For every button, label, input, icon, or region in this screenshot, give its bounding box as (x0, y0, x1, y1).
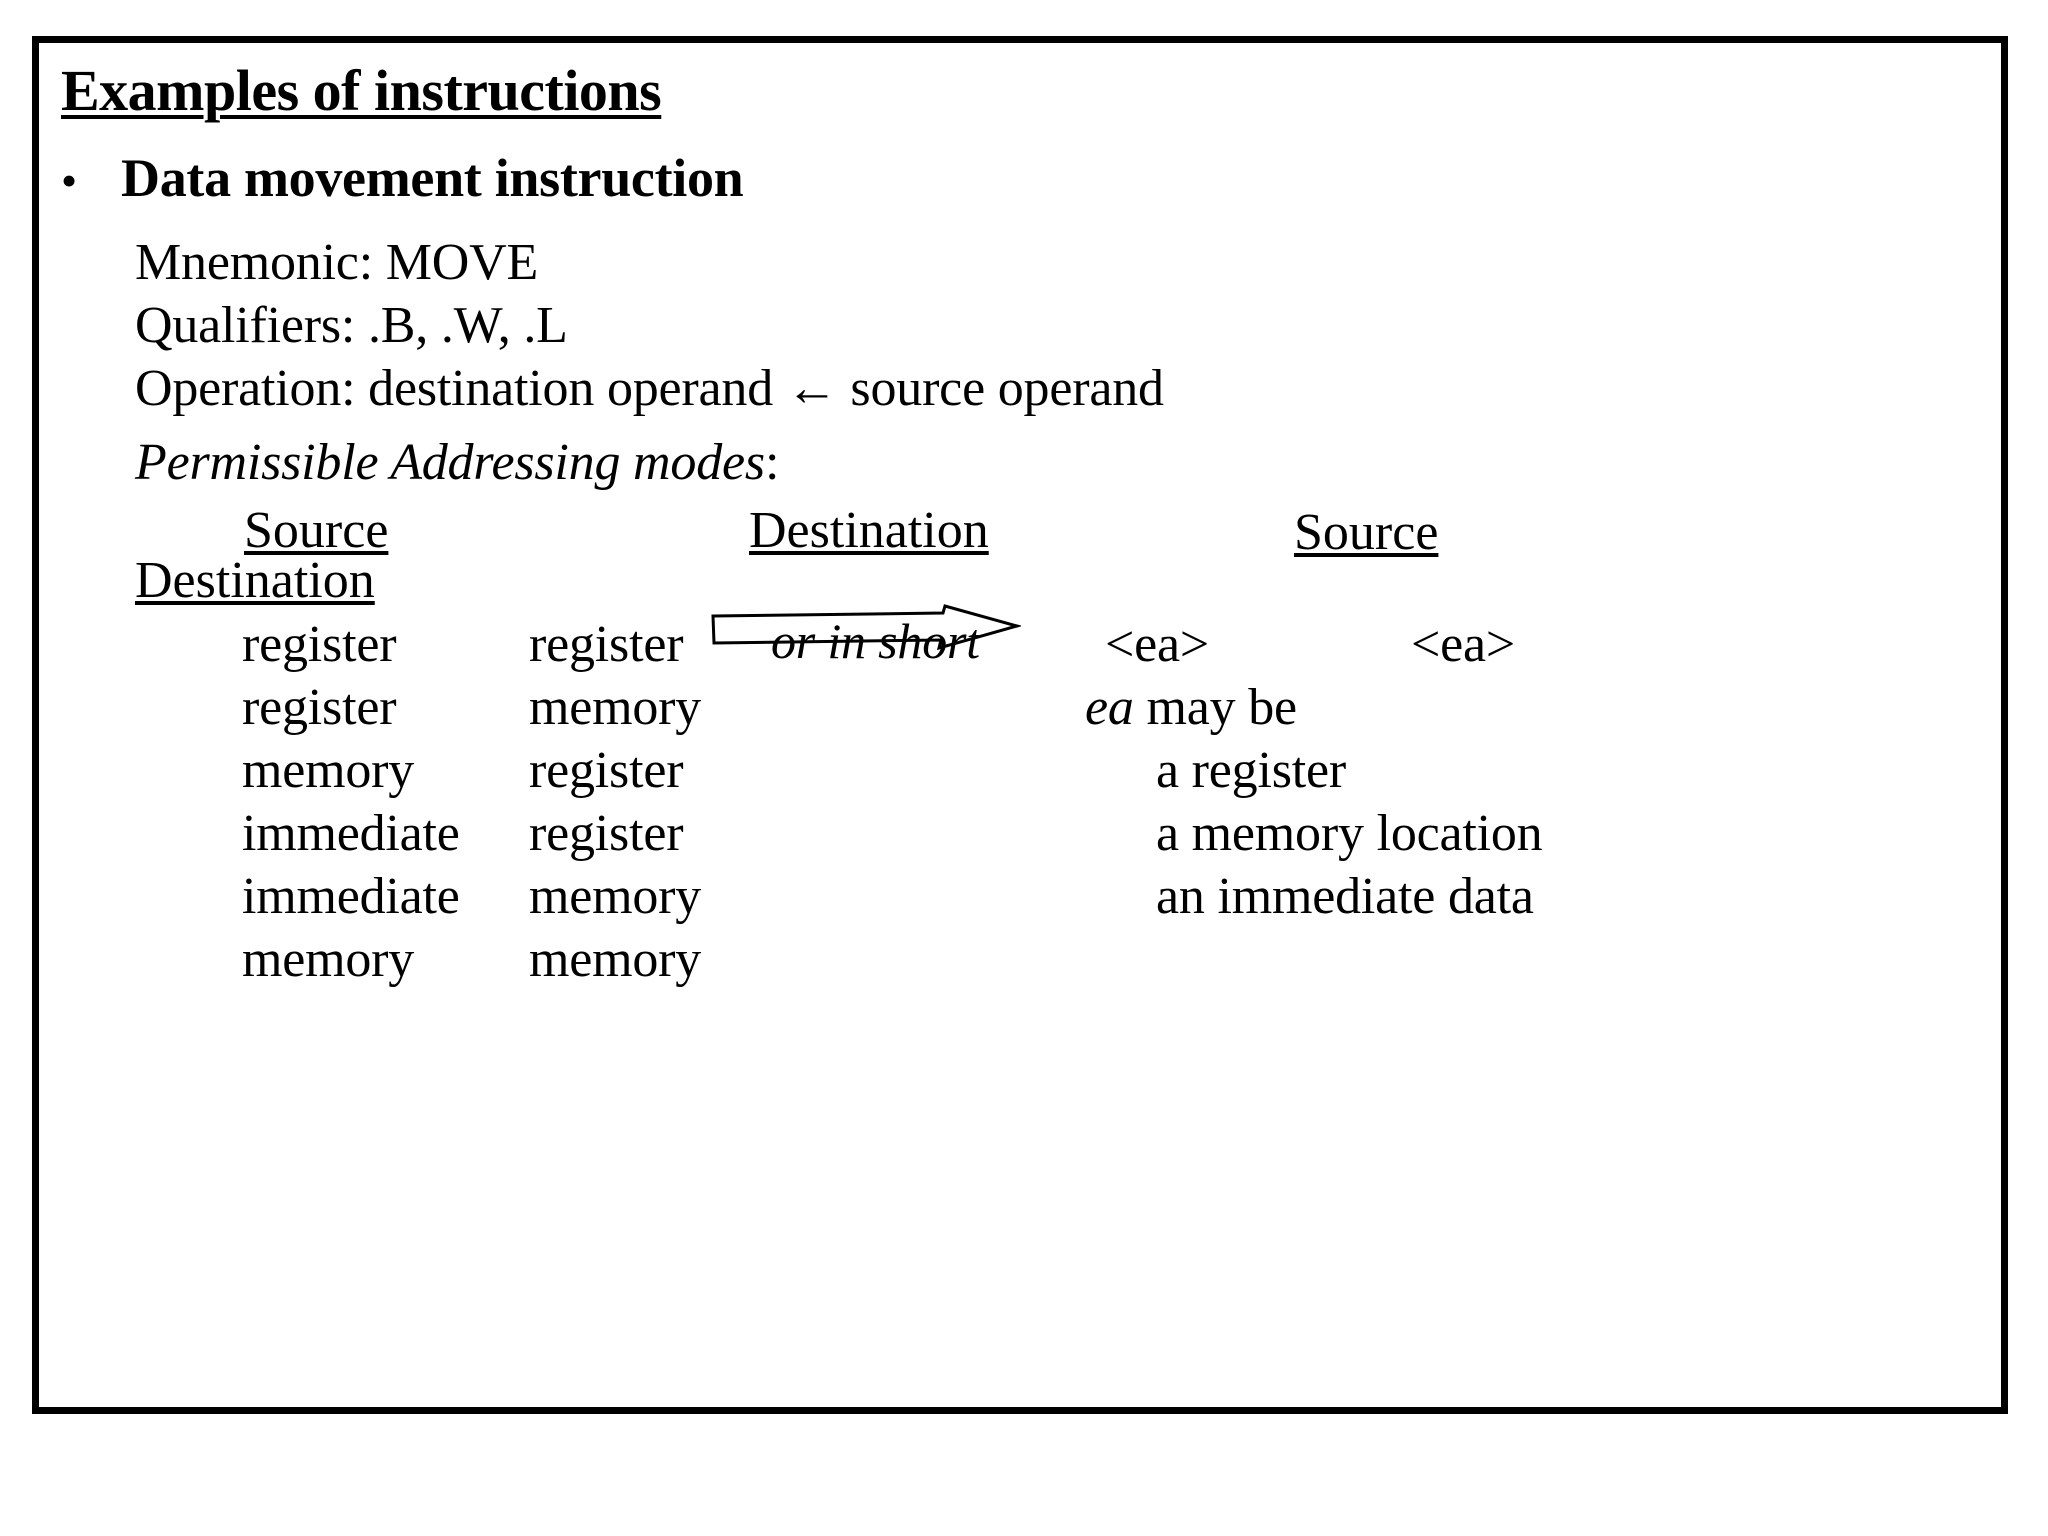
column-header-destination-1: Destination (749, 502, 989, 559)
slide-frame: Examples of instructions • Data movement… (32, 36, 2008, 1414)
permissible-italic-text: Permissible Addressing modes (135, 434, 765, 491)
note-option-register: a register (1156, 742, 1347, 799)
column-header-destination-2: Destination (135, 552, 375, 609)
table-row: memory register (39, 741, 2001, 804)
bullet-item-label: Data movement instruction (121, 148, 744, 208)
table-row: immediate memory (39, 867, 2001, 930)
addressing-modes-table: register register register memory memory… (39, 615, 2001, 993)
bullet-point-icon: • (61, 155, 78, 206)
cell-source: register (242, 679, 397, 736)
arrow-caption-label: or in short (771, 613, 980, 669)
note-ea-may-be: ea may be (1085, 678, 1297, 737)
page-title: Examples of instructions (61, 58, 662, 123)
note-option-immediate-data: an immediate data (1156, 868, 1534, 925)
cell-destination: memory (529, 868, 702, 925)
bullet-item-data-movement: • Data movement instruction (61, 147, 744, 209)
note-option-memory-location: a memory location (1156, 805, 1543, 862)
table-row: register memory (39, 678, 2001, 741)
cell-source: immediate (242, 868, 460, 925)
cell-destination: register (529, 616, 684, 673)
spec-qualifiers-line: Qualifiers: .B, .W, .L (135, 297, 568, 354)
cell-source: register (242, 616, 397, 673)
permissible-colon: : (764, 434, 780, 491)
cell-destination: memory (529, 931, 702, 988)
table-row: immediate register (39, 804, 2001, 867)
permissible-addressing-modes-label: Permissible Addressing modes: (135, 433, 779, 492)
note-ea-destination: <ea> (1411, 616, 1516, 673)
spec-mnemonic-line: Mnemonic: MOVE (135, 234, 539, 291)
cell-source: immediate (242, 805, 460, 862)
spec-operation-line: Operation: destination operand ← source … (135, 360, 1164, 417)
cell-source: memory (242, 742, 415, 799)
note-may-be-rest: may be (1133, 679, 1297, 736)
cell-destination: register (529, 742, 684, 799)
column-header-source-2: Source (1294, 504, 1439, 561)
cell-destination: register (529, 805, 684, 862)
column-header-source-1: Source (244, 502, 389, 559)
cell-source: memory (242, 931, 415, 988)
right-block-arrow-icon (711, 604, 1021, 651)
cell-destination: memory (529, 679, 702, 736)
or-in-short-annotation: or in short (711, 604, 1021, 669)
table-row: register register (39, 615, 2001, 678)
note-ea-italic: ea (1085, 679, 1134, 736)
note-ea-source: <ea> (1105, 616, 1210, 673)
table-row: memory memory (39, 930, 2001, 993)
